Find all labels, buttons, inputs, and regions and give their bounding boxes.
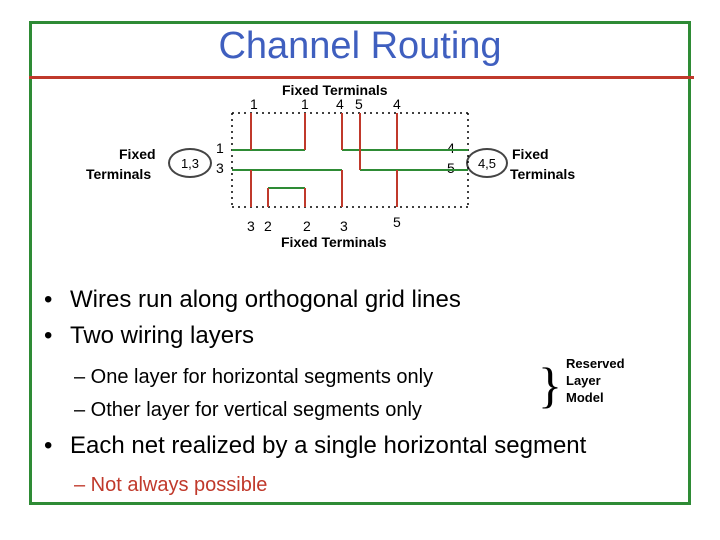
bullet-orthogonal: • Wires run along orthogonal grid lines (44, 286, 461, 314)
bottom-terminal-5: 5 (393, 214, 401, 230)
bullet-single-segment-text: Each net realized by a single horizontal… (70, 432, 587, 459)
left-terminals-header-line2: Terminals (86, 166, 152, 182)
bottom-terminal-2b: 2 (303, 218, 311, 234)
left-terminals-header-line1: Fixed (119, 146, 156, 162)
left-terminal-oval: 1,3 (168, 148, 212, 178)
slide-title: Channel Routing (218, 25, 502, 67)
top-terminal-4b: 4 (393, 96, 401, 112)
reserved-layer-model-note: Reserved Layer Model (566, 355, 625, 406)
top-terminal-1: 1 (301, 96, 309, 112)
right-terminal-5: 5 (447, 160, 455, 176)
bullet-orthogonal-text: Wires run along orthogonal grid lines (70, 286, 461, 313)
reserved-line3: Model (566, 390, 604, 405)
right-terminal-4: 4 (447, 140, 455, 156)
right-terminals-header-line2: Terminals (510, 166, 576, 182)
right-terminals-header-line1: Fixed (512, 146, 549, 162)
bullet-single-segment: • Each net realized by a single horizonta… (44, 432, 586, 460)
reserved-brace: } (538, 357, 562, 413)
bullet-dot-icon: • (44, 286, 53, 313)
top-terminals-header: Fixed Terminals (282, 82, 388, 98)
slide-frame (29, 21, 691, 505)
bottom-terminals-header: Fixed Terminals (281, 234, 387, 250)
top-terminal-4: 4 (336, 96, 344, 112)
bullet-two-layers: • Two wiring layers (44, 322, 254, 350)
reserved-line1: Reserved (566, 356, 625, 371)
bottom-terminal-3b: 3 (340, 218, 348, 234)
bottom-terminal-3: 3 (247, 218, 255, 234)
bottom-terminal-2: 2 (264, 218, 272, 234)
top-terminal-5: 5 (355, 96, 363, 112)
bullet-two-layers-text: Two wiring layers (70, 322, 255, 349)
sub-bullet-horizontal: – One layer for horizontal segments only (74, 366, 434, 388)
title-rule (29, 76, 694, 79)
bullet-dot-icon: • (44, 322, 53, 349)
reserved-line2: Layer (566, 373, 601, 388)
sub-bullet-vertical: – Other layer for vertical segments only (74, 399, 422, 421)
left-terminal-1: 1 (216, 140, 224, 156)
top-terminal-label-1: 1 (250, 96, 258, 112)
sub-bullet-not-always: – Not always possible (74, 474, 268, 496)
right-terminal-oval: 4,5 (466, 148, 508, 178)
bullet-dot-icon: • (44, 432, 53, 459)
left-terminal-3: 3 (216, 160, 224, 176)
